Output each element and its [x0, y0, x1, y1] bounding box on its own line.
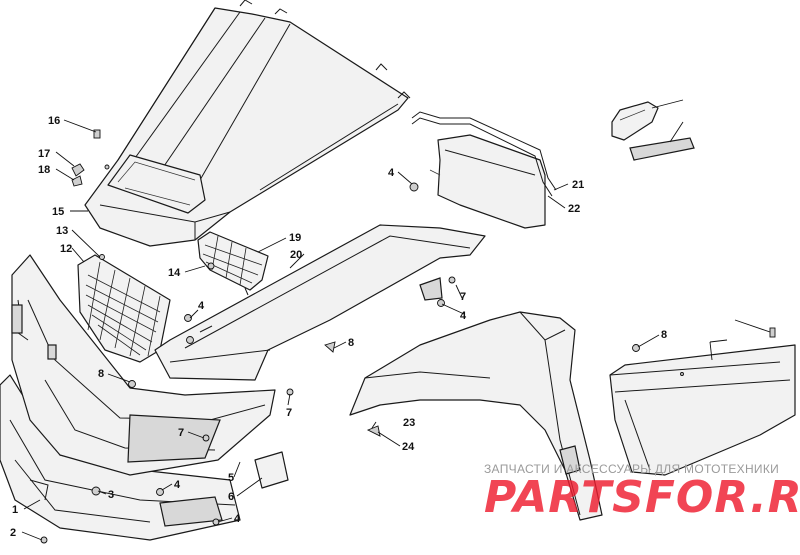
hardware-fasteners — [40, 129, 776, 544]
callout-3: 3 — [108, 489, 114, 501]
callout-1: 1 — [12, 504, 18, 516]
decal-part — [629, 137, 695, 161]
callout-11: 15 — [52, 206, 64, 218]
callout-19: 23 — [403, 417, 415, 429]
callout-4a: 4 — [198, 300, 205, 312]
callout-18: 22 — [568, 203, 580, 215]
front-bumper-part — [0, 374, 241, 541]
callout-12: 16 — [48, 115, 60, 127]
small-grille-part — [197, 231, 269, 296]
callout-8b: 8 — [98, 368, 104, 380]
callout-13: 17 — [38, 148, 50, 160]
main-grille-part — [77, 254, 171, 363]
rod-part — [411, 111, 557, 197]
callout-6: 6 — [228, 491, 234, 503]
hood-cover-part — [84, 0, 411, 247]
callout-16: 20 — [290, 249, 302, 261]
side-box-panel-part — [609, 344, 796, 476]
callout-7b: 7 — [286, 407, 292, 419]
callout-7c: 7 — [178, 427, 184, 439]
callout-5: 5 — [228, 472, 234, 484]
callout-8a: 8 — [348, 337, 354, 349]
front-fascia-part — [11, 254, 276, 476]
callout-4b: 4 — [388, 167, 395, 179]
callout-labels: 16 17 18 15 13 12 14 19 20 4 4 21 22 7 4… — [10, 115, 667, 539]
watermark-logo: PARTSFOR.RU — [484, 472, 800, 523]
callout-4c: 4 — [460, 310, 467, 322]
lens-part — [611, 101, 659, 141]
callout-2: 2 — [10, 527, 16, 539]
callout-15: 19 — [289, 232, 301, 244]
front-fender-part — [349, 311, 603, 521]
callout-4d: 4 — [174, 479, 181, 491]
callout-14: 18 — [38, 164, 50, 176]
plate-part — [254, 451, 289, 489]
callout-8c: 8 — [661, 329, 667, 341]
callout-9: 12 — [60, 243, 72, 255]
side-panel-part — [154, 224, 486, 381]
callout-4e: 4 — [234, 513, 241, 525]
callout-17: 21 — [572, 179, 584, 191]
callout-10b: 14 — [168, 267, 181, 279]
bracket-panel-part — [429, 134, 546, 229]
callout-20: 24 — [402, 441, 415, 453]
leader-lines — [21, 99, 771, 541]
watermark-caption: ЗАПЧАСТИ И АКСЕССУАРЫ ДЛЯ МОТОТЕХНИКИ — [484, 462, 780, 476]
callout-10a: 13 — [56, 225, 68, 237]
callout-7a: 7 — [460, 291, 466, 303]
